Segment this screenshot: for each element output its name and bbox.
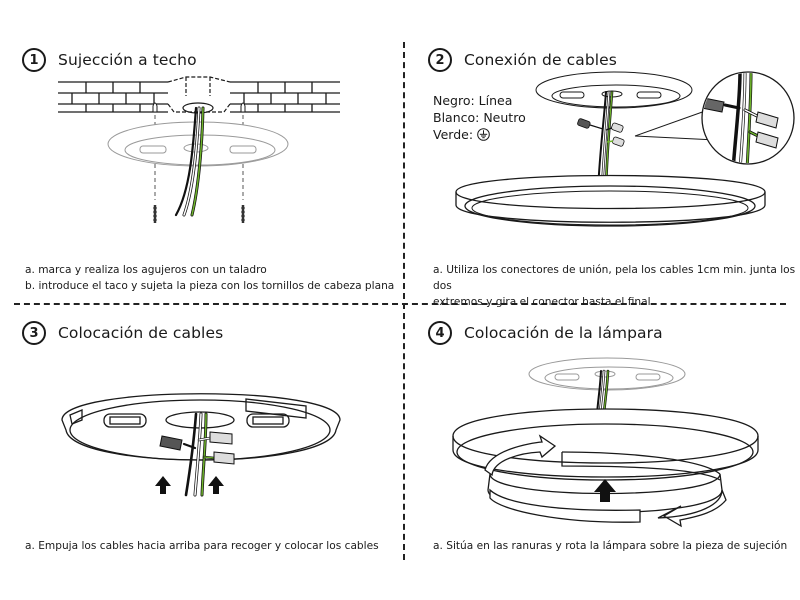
step-number-badge: 2 <box>428 48 452 72</box>
wire-green <box>201 413 207 496</box>
junction-box <box>167 76 231 113</box>
caption-line: b. introduce el taco y sujeta la pieza c… <box>25 280 395 292</box>
wire-color-legend: Negro: Línea Blanco: Neutro Verde: <box>433 92 526 143</box>
step-title: Sujección a techo <box>58 51 197 69</box>
wire-black <box>174 106 198 217</box>
step-3-captions: a. Empuja los cables hacia arriba para r… <box>25 538 379 554</box>
drill-hole <box>152 102 158 113</box>
lamp-panel <box>455 174 766 227</box>
step-4-panel: 4 Colocación de la lámpara <box>404 304 800 600</box>
arrow-up-icon <box>594 479 616 502</box>
step-1-header: 1 Sujección a techo <box>22 48 197 72</box>
lamp-placement-illustration <box>452 357 759 528</box>
legend-item-black: Negro: Línea <box>433 93 513 108</box>
step-4-header: 4 Colocación de la lámpara <box>428 321 663 345</box>
drill-hole <box>240 102 246 113</box>
mounting-plate <box>535 71 693 109</box>
vertical-divider <box>403 42 405 560</box>
wire-white <box>183 107 200 216</box>
caption-line: a. Empuja los cables hacia arriba para r… <box>25 540 379 552</box>
screw-icon <box>153 205 157 223</box>
cable-placement-illustration <box>61 393 341 497</box>
wire-connector-icon <box>577 118 625 147</box>
step-3-header: 3 Colocación de cables <box>22 321 223 345</box>
step-title: Conexión de cables <box>464 51 617 69</box>
wires <box>182 412 216 497</box>
step-2-header: 2 Conexión de cables <box>428 48 617 72</box>
caption-line: a. Sitúa en las ranuras y rota la lámpar… <box>433 540 788 552</box>
wire-black <box>184 412 198 497</box>
step-number-badge: 4 <box>428 321 452 345</box>
step-number-badge: 1 <box>22 48 46 72</box>
wire-connector-icon <box>159 431 235 465</box>
screw-icon <box>241 205 245 223</box>
brick-ceiling <box>58 81 340 113</box>
caption-line: a. marca y realiza los agujeros con un t… <box>25 264 267 276</box>
step-4-captions: a. Sitúa en las ranuras y rota la lámpar… <box>433 538 787 554</box>
step-number-badge: 3 <box>22 321 46 345</box>
earth-ground-icon <box>477 128 490 141</box>
rotate-arrow-icon <box>484 434 727 528</box>
step-3-panel: 3 Colocación de cables <box>0 304 402 600</box>
step-1-panel: 1 Sujección a techo <box>0 0 402 302</box>
caption-line: a. Utiliza los conectores de unión, pela… <box>433 264 796 292</box>
step-title: Colocación de la lámpara <box>464 324 663 342</box>
wire-connection-illustration <box>455 71 795 227</box>
arrow-up-icon <box>208 476 224 494</box>
arrow-up-icon <box>155 476 171 494</box>
legend-item-green: Verde: <box>433 126 526 143</box>
step-title: Colocación de cables <box>58 324 224 342</box>
wire-green <box>191 107 204 216</box>
legend-item-white: Blanco: Neutro <box>433 110 526 125</box>
step-2-captions: a. Utiliza los conectores de unión, pela… <box>433 262 800 310</box>
step-1-captions: a. marca y realiza los agujeros con un t… <box>25 262 394 294</box>
wire-white <box>194 413 202 496</box>
caption-line: extremos y gira el conector hasta el fin… <box>433 296 651 308</box>
wires <box>174 106 205 217</box>
wire-connector-icon <box>703 97 779 149</box>
horizontal-divider <box>14 303 786 305</box>
step-2-panel: 2 Conexión de cables Negro: Línea Blanco… <box>404 0 800 308</box>
lamp-panel <box>452 408 759 481</box>
callout-pointer <box>634 109 717 141</box>
ceiling-mount-illustration <box>58 76 340 223</box>
